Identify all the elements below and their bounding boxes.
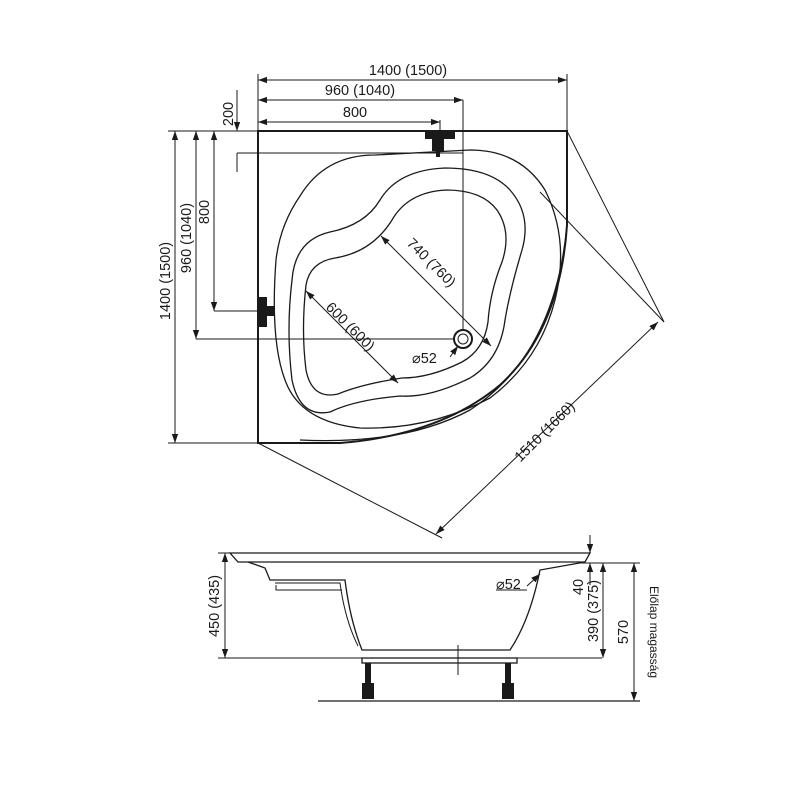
dim-inner-width-label: 600 (600) — [322, 300, 377, 355]
tub-side-body — [247, 561, 586, 651]
dim-diagonal-label: 1510 (1660) — [512, 399, 579, 466]
tub-side-rim — [228, 552, 592, 563]
dim-line-diagonal — [435, 321, 659, 535]
side-drain-diameter-label: ⌀52 — [496, 577, 521, 593]
side-view: 450 (435) 40 390 (375) 570 Előlap magass… — [207, 535, 661, 702]
dim-depth-label: 450 (435) — [207, 575, 223, 637]
drain-icon — [453, 329, 473, 349]
tub-base-frame — [361, 657, 518, 664]
dim-total-height-label: 570 — [616, 620, 632, 644]
faucet-icon — [425, 131, 455, 157]
dim-line-inner-length — [380, 235, 492, 347]
tub-side-basin — [275, 582, 359, 647]
tub-feet-icon — [362, 663, 514, 699]
panel-height-label: Előlap magasság — [647, 586, 661, 678]
dim-line-inner-width — [305, 290, 399, 384]
dim-width-label: 1400 (1500) — [369, 63, 447, 79]
dim-height-800-label: 800 — [197, 200, 213, 224]
basin-inner-contour — [302, 189, 507, 396]
drain-diameter-label: ⌀52 — [412, 351, 437, 367]
dim-water-depth-label: 390 (375) — [586, 580, 602, 642]
dim-width-960-label: 960 (1040) — [325, 83, 395, 99]
basin-outer-contour — [288, 167, 526, 414]
overflow-fitting-icon — [257, 297, 275, 327]
dim-height-label: 1400 (1500) — [158, 242, 174, 320]
dim-offset-200-label: 200 — [221, 102, 237, 126]
dim-inner-length-label: 740 (760) — [403, 236, 458, 291]
dim-height-960-label: 960 (1040) — [179, 203, 195, 273]
dim-width-800-label: 800 — [343, 105, 367, 121]
top-view: 1400 (1500) 960 (1040) 800 200 1400 (150… — [158, 63, 665, 539]
dim-rim-label: 40 — [571, 579, 587, 595]
tub-rim — [273, 149, 562, 429]
